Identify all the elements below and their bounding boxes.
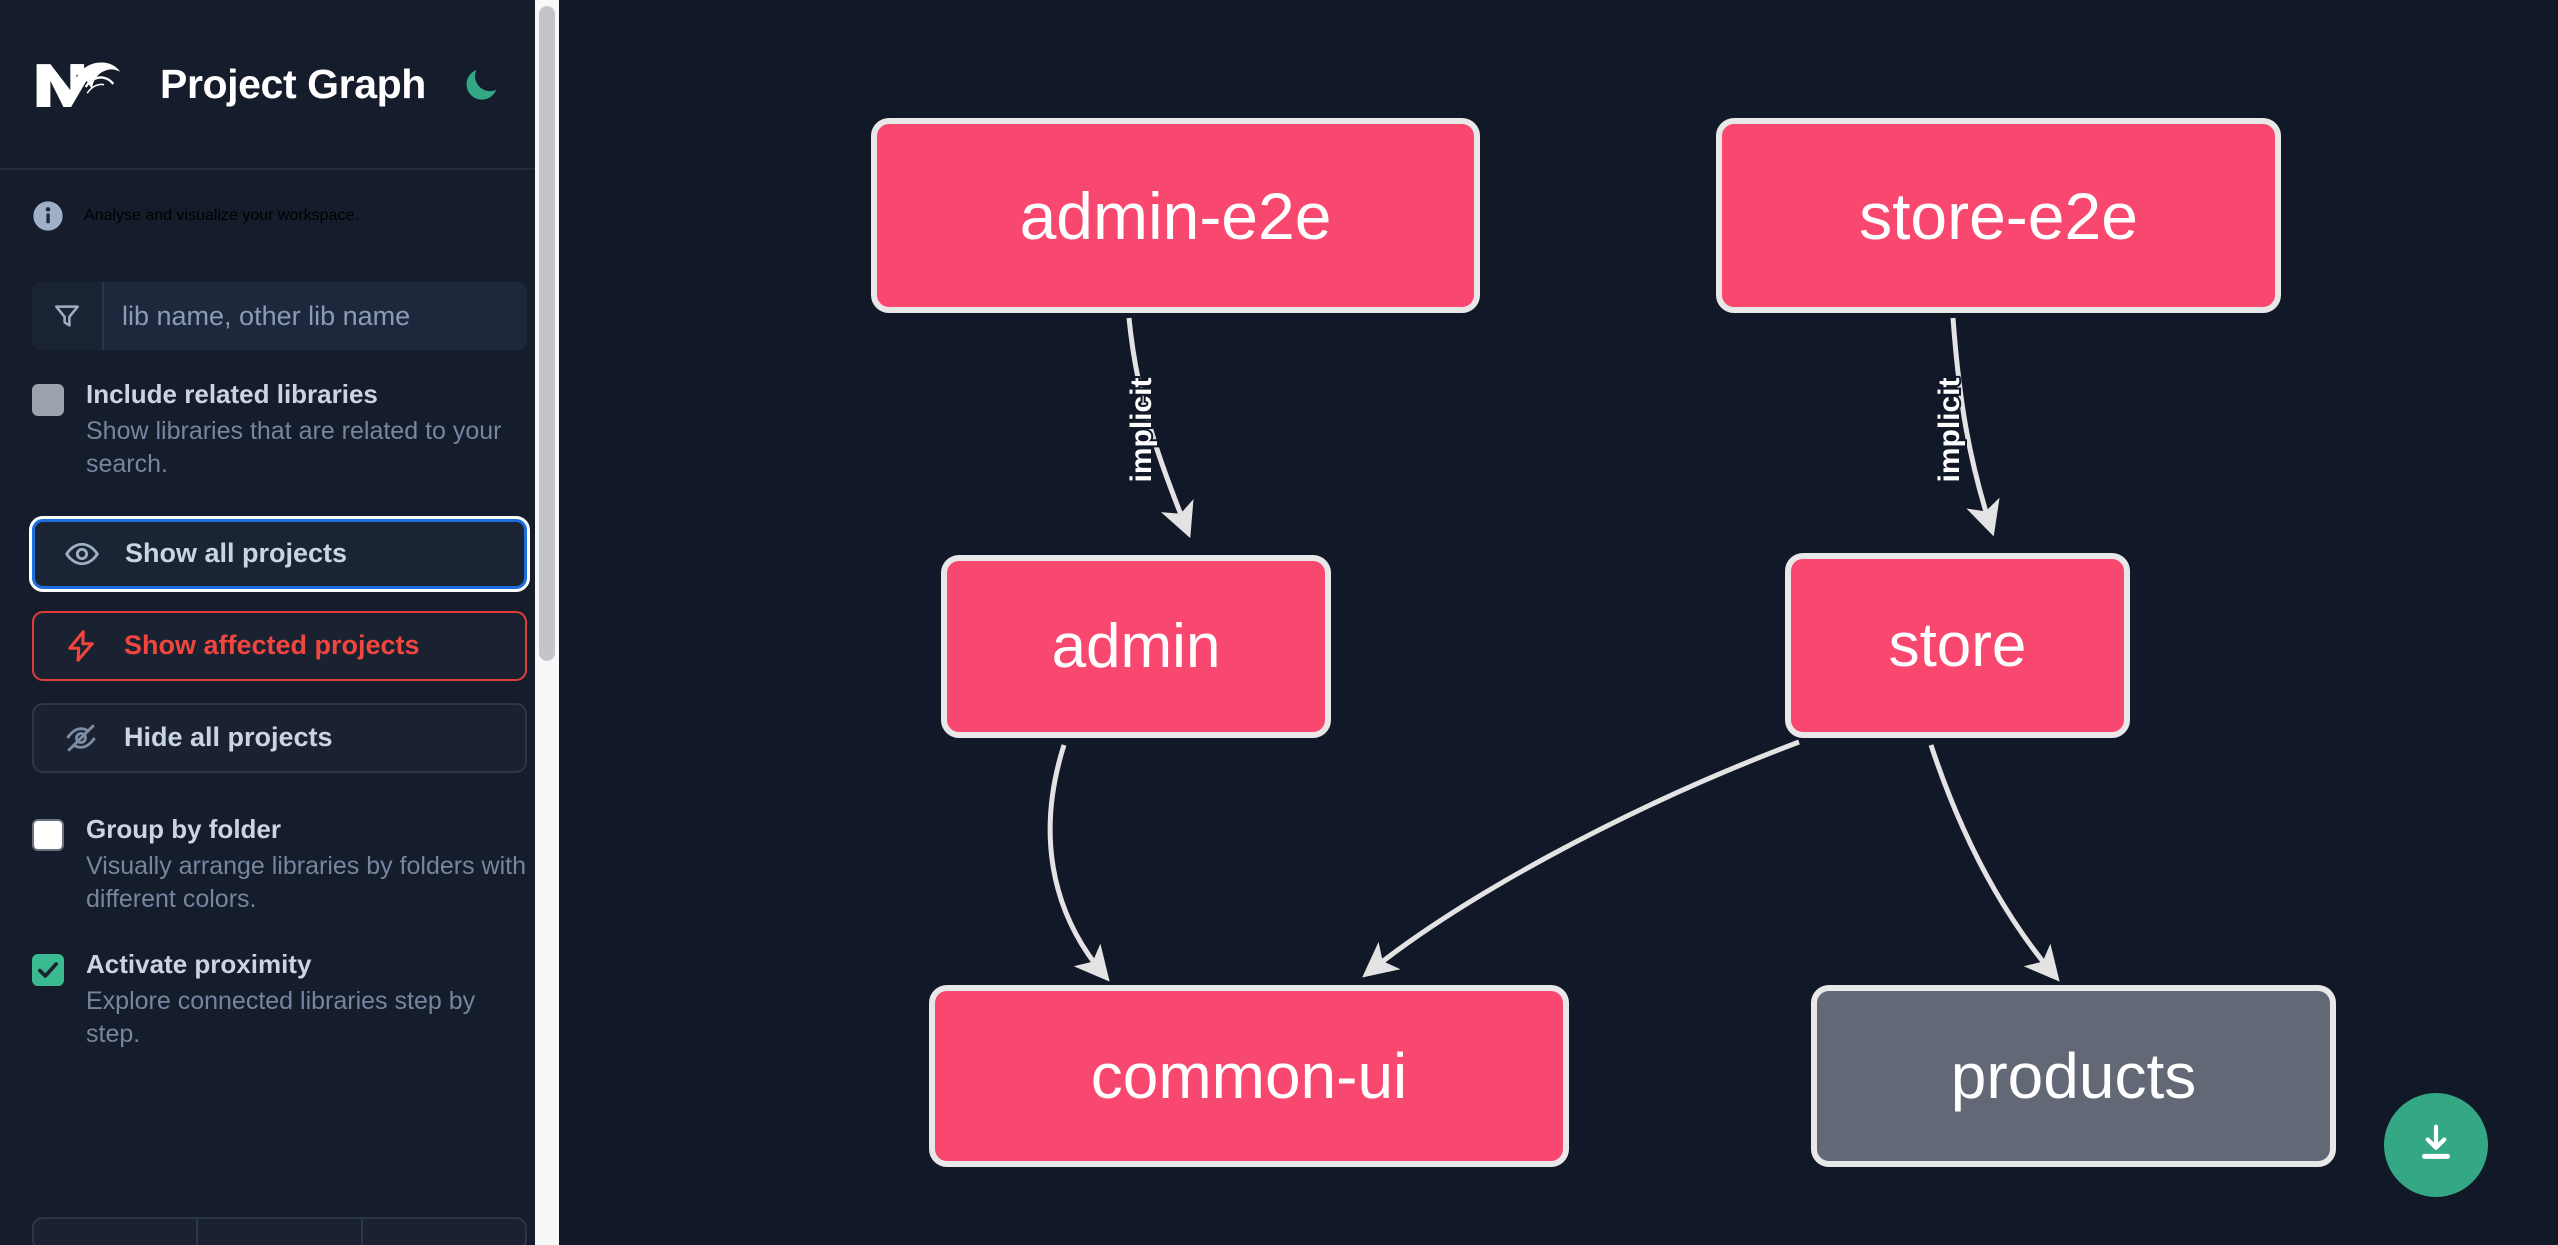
proximity-segmented-control[interactable] [32, 1217, 527, 1245]
graph-node-admin-e2e[interactable]: admin-e2e [871, 118, 1480, 313]
graph-node-admin[interactable]: admin [941, 555, 1331, 738]
activate-proximity-label: Activate proximity [86, 948, 312, 979]
graph-canvas[interactable]: implicit implicit admin-e2e store-e2e admin… [559, 0, 2558, 1245]
graph-node-label: admin-e2e [1019, 178, 1332, 253]
segment-1[interactable] [34, 1219, 199, 1245]
page-title: Project Graph [160, 60, 426, 107]
graph-node-label: common-ui [1090, 1040, 1408, 1112]
graph-node-label: products [1950, 1040, 2197, 1112]
graph-edge-store-e2e-to-store [1950, 317, 2000, 537]
group-by-folder-checkbox[interactable] [32, 818, 64, 851]
graph-edge-label: implicit [1933, 377, 1966, 482]
info-circle-icon [32, 200, 64, 232]
graph-node-store[interactable]: store [1785, 553, 2130, 738]
graph-node-label: admin [1051, 612, 1221, 681]
activate-proximity-description: Explore connected libraries step by step… [86, 986, 476, 1048]
project-visibility-buttons: Show all projects Show affected projects [29, 515, 530, 773]
include-related-libraries-description: Show libraries that are related to your … [86, 416, 502, 478]
search-bar[interactable] [32, 282, 527, 350]
include-related-libraries-checkbox[interactable] [32, 384, 64, 416]
graph-edge-store-to-products [1928, 744, 2060, 982]
graph-edge-label: implicit [1125, 377, 1158, 482]
graph-edge-admin-e2e-to-admin [1126, 317, 1194, 539]
show-all-projects-label: Show all projects [125, 538, 348, 569]
show-affected-projects-button[interactable]: Show affected projects [32, 610, 527, 681]
group-by-folder-description: Visually arrange libraries by folders wi… [86, 851, 527, 913]
lightning-icon [62, 627, 100, 665]
include-related-libraries-label: Include related libraries [86, 379, 378, 409]
download-icon [2413, 1120, 2459, 1171]
filter-icon [32, 282, 104, 350]
moon-icon[interactable] [460, 62, 504, 106]
graph-node-label: store [1888, 611, 2027, 680]
checkbox-row-include-related-libraries[interactable]: Include related libraries Show libraries… [32, 379, 527, 481]
group-by-folder-label: Group by folder [86, 813, 281, 844]
show-all-projects-button[interactable]: Show all projects [29, 515, 530, 592]
checkbox-row-activate-proximity[interactable]: Activate proximity Explore connected lib… [32, 948, 527, 1051]
tagline-text: Analyse and visualize your workspace. [84, 207, 359, 224]
graph-edges-layer: implicit implicit [1047, 317, 2060, 982]
graph-node-common-ui[interactable]: common-ui [929, 985, 1569, 1167]
graph-node-store-e2e[interactable]: store-e2e [1716, 118, 2281, 313]
download-graph-button[interactable] [2384, 1093, 2488, 1197]
graph-edge-store-to-common-ui [1362, 739, 1800, 978]
sidebar: Project Graph Analyse and visualize your… [0, 0, 559, 1245]
segment-2[interactable] [198, 1219, 363, 1245]
graph-edge-admin-to-common-ui [1047, 744, 1110, 982]
eye-icon [63, 535, 101, 573]
activate-proximity-checkbox[interactable] [32, 953, 64, 986]
segment-3[interactable] [363, 1219, 525, 1245]
eye-off-icon [62, 719, 100, 757]
sidebar-scrollbar-track[interactable] [535, 0, 559, 1245]
nx-logo-icon [32, 55, 124, 113]
sidebar-header: Project Graph [0, 0, 559, 170]
workspace-tagline: Analyse and visualize your workspace. [32, 170, 527, 262]
graph-node-label: store-e2e [1859, 178, 2138, 253]
search-input[interactable] [104, 282, 527, 350]
graph-node-products[interactable]: products [1811, 985, 2336, 1167]
show-affected-projects-label: Show affected projects [124, 630, 420, 661]
hide-all-projects-label: Hide all projects [124, 722, 333, 753]
hide-all-projects-button[interactable]: Hide all projects [32, 702, 527, 773]
sidebar-body: Analyse and visualize your workspace. In… [0, 170, 559, 1051]
checkbox-row-group-by-folder[interactable]: Group by folder Visually arrange librari… [32, 813, 527, 916]
sidebar-scrollbar-thumb[interactable] [539, 6, 555, 661]
